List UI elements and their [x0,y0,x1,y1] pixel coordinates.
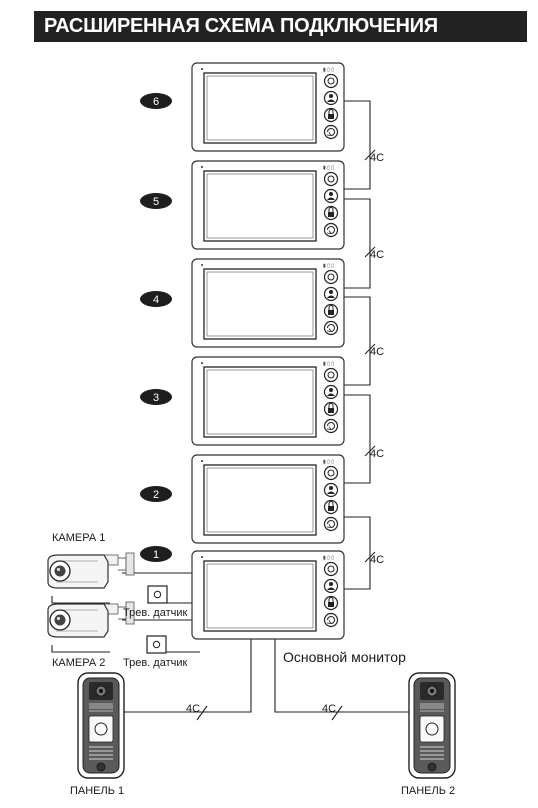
wire-label-4c: 4C [370,346,384,358]
alarm-sensor-2-label: Трев. датчик [123,657,188,669]
monitor-number: 1 [153,549,159,561]
monitor-number: 4 [153,294,159,306]
panel-2-label: ПАНЕЛЬ 2 [401,785,455,797]
monitor-chain-wires [51,100,410,721]
panel-1-label: ПАНЕЛЬ 1 [70,785,124,797]
wire-label-4c: 4C [186,703,200,715]
alarm-sensor-2 [146,635,167,654]
monitor-3 [191,356,345,446]
wire-label-4c: 4C [370,249,384,261]
camera-1 [47,552,135,589]
page-title: РАСШИРЕННАЯ СХЕМА ПОДКЛЮЧЕНИЯ [34,11,527,42]
monitor-1-main [191,550,345,640]
camera-2 [47,601,135,638]
wire-label-4c: 4C [322,703,336,715]
wire-label-4c: 4C [370,554,384,566]
wire-label-4c: 4C [370,152,384,164]
monitor-number: 3 [153,392,159,404]
main-monitor-label: Основной монитор [283,649,406,665]
alarm-sensor-1-label: Трев. датчик [123,607,188,619]
monitor-6 [191,62,345,152]
monitor-number: 5 [153,196,159,208]
monitor-5 [191,160,345,250]
camera-2-label: КАМЕРА 2 [52,657,105,669]
monitor-number: 2 [153,489,159,501]
camera-1-label: КАМЕРА 1 [52,532,105,544]
monitor-4 [191,258,345,348]
monitor-number: 6 [153,96,159,108]
door-panel-2 [408,672,456,779]
alarm-sensor-1 [147,585,168,604]
wire-label-4c: 4C [370,448,384,460]
monitor-number-badges [140,93,172,562]
door-panel-1 [77,672,125,779]
monitor-2 [191,454,345,544]
